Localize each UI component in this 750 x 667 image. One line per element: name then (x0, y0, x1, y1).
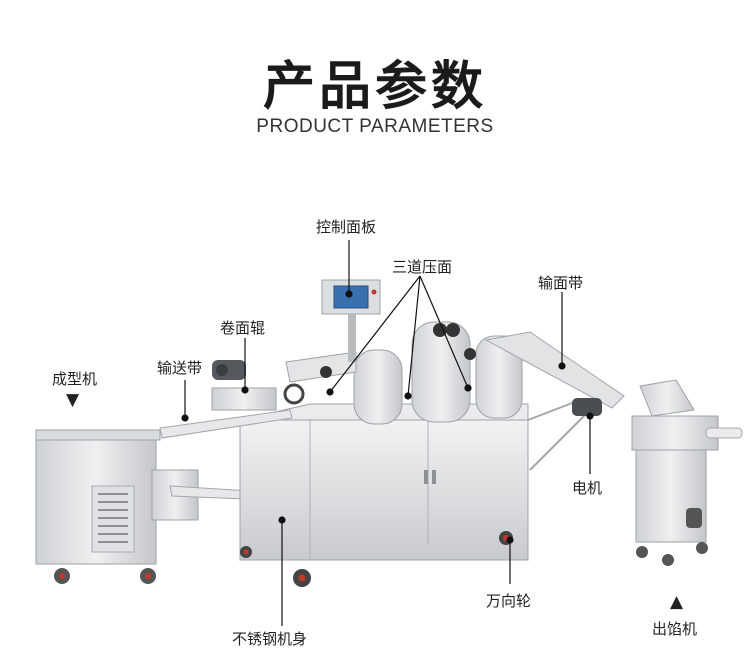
page-subtitle: PRODUCT PARAMETERS (256, 116, 494, 137)
callout-lines (181, 240, 594, 626)
forming-machine (35, 429, 271, 584)
feed-belt (484, 331, 625, 471)
conveyor-belt (159, 360, 293, 439)
up-arrow-icon: ▲ (670, 592, 684, 612)
control-panel (321, 279, 381, 362)
label-stainless-body: 不锈钢机身 (232, 630, 308, 648)
press-rollers (283, 321, 523, 425)
down-arrow-icon: ▼ (66, 390, 80, 410)
stainless-body (239, 403, 529, 587)
label-roller: 卷面辊 (220, 319, 266, 337)
label-feed-belt: 输面带 (538, 274, 584, 292)
label-filling: 出馅机 (652, 620, 698, 638)
label-casters: 万向轮 (486, 592, 532, 610)
label-forming: 成型机 (52, 370, 98, 388)
label-three-press: 三道压面 (392, 258, 453, 276)
page-title: 产品参数 (262, 57, 487, 117)
filling-machine (631, 379, 743, 566)
label-control-panel: 控制面板 (316, 218, 377, 236)
label-motor: 电机 (572, 479, 603, 497)
label-conveyor: 输送带 (157, 359, 203, 377)
